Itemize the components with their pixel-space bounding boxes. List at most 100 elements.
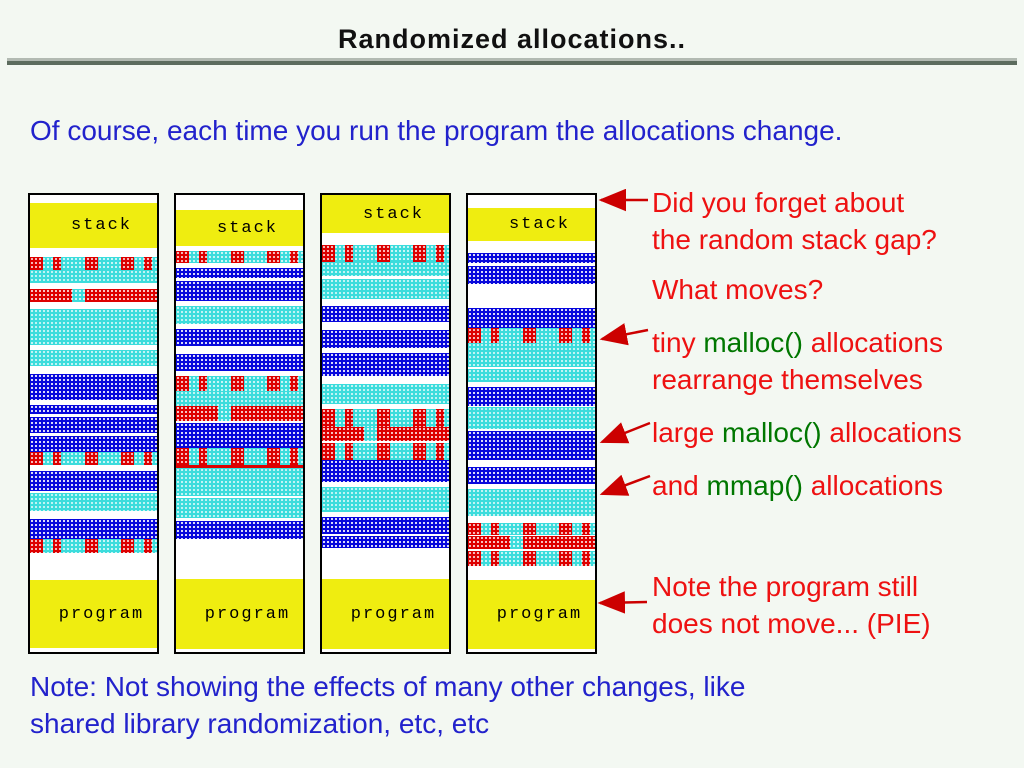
band-gap — [468, 566, 595, 580]
band-tiny — [322, 443, 449, 460]
band-blue — [468, 308, 595, 328]
band-gap — [176, 539, 303, 579]
band-gap — [322, 233, 449, 245]
band-gap — [30, 491, 157, 493]
stack-region: stack — [176, 210, 303, 246]
annotation-pie: Note the program still does not move... … — [652, 568, 931, 642]
annotation-large-malloc: large malloc() allocations — [652, 414, 962, 451]
band-blue — [176, 268, 303, 278]
band-tiny — [468, 523, 595, 535]
band-gap — [176, 301, 303, 306]
band-cyan — [30, 270, 157, 283]
band-gap — [468, 367, 595, 369]
annotation-mmap: and mmap() allocations — [652, 467, 943, 504]
memory-map-run-2: stack program — [174, 193, 305, 654]
program-region: program — [30, 580, 157, 648]
band-gap — [322, 548, 449, 579]
slide-title: Randomized allocations.. — [337, 24, 687, 54]
band-gap — [468, 460, 595, 467]
band-gap — [30, 195, 157, 203]
band-gap — [468, 484, 595, 489]
band-cyan — [176, 468, 303, 496]
band-blue — [468, 431, 595, 460]
annotation-tiny-malloc: tiny malloc() allocations rearrange them… — [652, 324, 943, 398]
band-tiny — [30, 539, 157, 553]
annotation-text: allocations — [802, 327, 944, 358]
program-region: program — [322, 579, 449, 649]
arrow-program — [597, 591, 648, 614]
band-red2 — [30, 289, 157, 302]
annotation-text: allocations — [802, 470, 944, 501]
program-region: program — [468, 580, 595, 649]
band-gap — [30, 400, 157, 405]
band-gap — [30, 302, 157, 309]
band-cyan — [468, 343, 595, 367]
band-gap — [30, 433, 157, 436]
annotation-text: does not move... (PIE) — [652, 608, 931, 639]
band-gap — [30, 345, 157, 350]
band-tiny — [468, 328, 595, 343]
footnote-line-2: shared library randomization, etc, etc — [30, 708, 490, 739]
band-cyan — [322, 487, 449, 512]
band-redline — [176, 465, 303, 468]
band-gap — [176, 195, 303, 210]
annotation-line: Did you forget about — [652, 184, 937, 221]
band-tiny — [176, 376, 303, 391]
arrow-tiny-malloc — [599, 323, 649, 346]
annotation-text: Did you forget about — [652, 187, 905, 218]
band-blue — [468, 253, 595, 263]
arrow-mmap — [599, 474, 651, 496]
footnote-text: Note: Not showing the effects of many ot… — [30, 668, 745, 742]
band-tiny — [322, 409, 449, 427]
band-cyan — [322, 262, 449, 276]
band-gap — [322, 512, 449, 517]
band-blue — [30, 405, 157, 414]
band-red2 — [322, 427, 449, 441]
band-blue — [176, 281, 303, 301]
band-cyan — [468, 489, 595, 516]
band-gap — [322, 441, 449, 443]
band-blue — [468, 387, 595, 406]
arrow-large-malloc — [599, 421, 651, 444]
band-gap — [322, 348, 449, 353]
band-tiny — [30, 257, 157, 270]
band-gap — [468, 195, 595, 208]
annotation-text: Note the program still — [652, 571, 919, 602]
stack-region: stack — [468, 208, 595, 241]
band-gap — [322, 376, 449, 384]
band-gap — [176, 346, 303, 354]
band-gap — [468, 263, 595, 266]
band-cyan — [468, 369, 595, 382]
band-blue — [176, 521, 303, 539]
band-cyan — [322, 384, 449, 404]
band-blue — [176, 354, 303, 371]
band-red2 — [468, 536, 595, 549]
band-gap — [30, 248, 157, 257]
band-red2 — [176, 406, 303, 421]
band-blue — [30, 436, 157, 452]
memory-map-run-4: stack program — [466, 193, 597, 654]
band-gap — [322, 404, 449, 409]
band-cyan — [30, 309, 157, 345]
band-gap — [176, 263, 303, 268]
annotation-line: the random stack gap? — [652, 221, 937, 258]
band-gap — [468, 241, 595, 253]
band-gap — [30, 283, 157, 289]
band-gap — [322, 649, 449, 652]
band-cyan — [468, 407, 595, 429]
band-cyan — [322, 279, 449, 299]
band-gap — [176, 496, 303, 498]
annotation-line: What moves? — [652, 271, 823, 308]
band-gap — [30, 414, 157, 417]
band-gap — [30, 511, 157, 519]
program-region: program — [176, 579, 303, 649]
band-blue — [30, 417, 157, 433]
band-tiny — [176, 251, 303, 263]
band-gap — [322, 322, 449, 330]
band-gap — [176, 278, 303, 281]
malloc-function-name: malloc() — [703, 327, 803, 358]
band-gap — [322, 299, 449, 306]
band-gap — [468, 382, 595, 387]
band-gap — [468, 535, 595, 536]
